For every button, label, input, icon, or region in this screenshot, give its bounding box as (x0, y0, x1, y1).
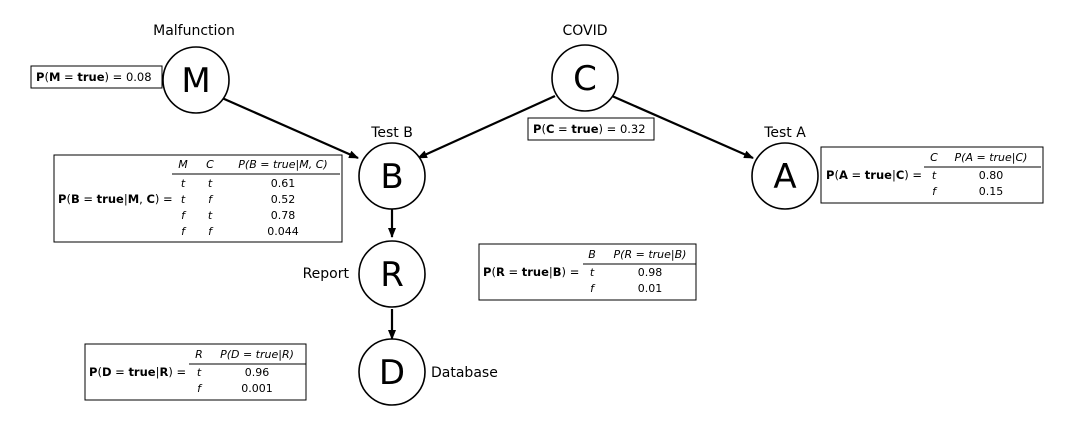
node-label: Test B (370, 125, 413, 141)
cpt-cell: f (197, 382, 203, 395)
cpt-box (30, 65, 163, 89)
cpt-cell: t (590, 266, 595, 279)
cpt-cell: t (932, 169, 937, 182)
cpt-equation: P(D = true|R) = (89, 365, 186, 379)
cpt-equation: P(B = true|M, C) = (58, 192, 173, 206)
cpt-a: P(A = true|C) = C P(A = true|C) t 0.80 f… (820, 146, 1044, 204)
node-circle (358, 142, 426, 210)
cpt-equation: P(M = true) = 0.08 (36, 70, 152, 84)
cpt-cell: 0.044 (267, 225, 299, 238)
cpt-cell: 0.61 (271, 177, 296, 190)
node-circle (358, 240, 426, 308)
cpt-header: B (588, 248, 596, 261)
cpt-cell: f (208, 193, 214, 206)
cpt-box (478, 243, 697, 301)
cpt-cell: t (208, 209, 213, 222)
cpt-value: 0.08 (126, 70, 152, 84)
node-circle (162, 46, 230, 114)
cpt-b: P(B = true|M, C) = M C P(B = true|M, C) … (53, 154, 343, 243)
cpt-box (820, 146, 1044, 204)
node-circle (751, 142, 819, 210)
cpt-r: P(R = true|B) = B P(R = true|B) t 0.98 f… (478, 243, 697, 301)
cpt-equation: P(A = true|C) = (826, 168, 922, 182)
cpt-d: P(D = true|R) = R P(D = true|R) t 0.96 f… (84, 343, 307, 401)
cpt-cell: 0.78 (271, 209, 296, 222)
node-covid: C COVID (551, 23, 619, 112)
cpt-cell: 0.96 (245, 366, 270, 379)
node-label: Malfunction (153, 23, 235, 39)
node-test-a: A Test A (751, 125, 819, 210)
cpt-header: C (930, 151, 938, 164)
node-report: R Report (303, 240, 426, 308)
edge-m-to-b (221, 96, 359, 160)
cpt-equation: P(C = true) = 0.32 (533, 122, 646, 136)
cpt-value: 0.32 (620, 122, 646, 136)
node-test-b: B Test B (358, 125, 426, 210)
cpt-m: P(M = true) = 0.08 (30, 65, 163, 89)
cpt-cell: f (590, 282, 596, 295)
cpt-box (527, 117, 655, 141)
node-letter: C (573, 59, 597, 99)
node-malfunction: M Malfunction (153, 23, 235, 114)
cpt-header: P(A = true|C) (955, 151, 1028, 164)
node-letter: R (380, 255, 404, 295)
cpt-box (53, 154, 343, 243)
node-circle (551, 44, 619, 112)
node-letter: B (380, 157, 403, 197)
edge-c-to-b (417, 94, 556, 160)
node-label: Database (431, 365, 498, 381)
cpt-cell: 0.15 (979, 185, 1004, 198)
cpt-cell: 0.52 (271, 193, 296, 206)
cpt-cell: 0.001 (241, 382, 273, 395)
cpt-cell: t (181, 193, 186, 206)
cpt-header: R (195, 348, 203, 361)
edges (221, 94, 754, 340)
cpt-header: P(D = true|R) (220, 348, 294, 361)
cpt-cell: t (197, 366, 202, 379)
cpt-cell: 0.01 (638, 282, 663, 295)
cpt-header: M (178, 158, 188, 171)
cpt-cell: f (208, 225, 214, 238)
edge-c-to-a (611, 94, 754, 160)
node-letter: D (379, 353, 405, 393)
cpt-box (84, 343, 307, 401)
cpt-c: P(C = true) = 0.32 (527, 117, 655, 141)
cpt-header: P(B = true|M, C) (238, 158, 327, 171)
node-label: Test A (763, 125, 806, 141)
node-letter: M (181, 61, 210, 101)
node-label: COVID (562, 23, 607, 39)
cpt-cell: f (181, 209, 187, 222)
cpt-cell: 0.80 (979, 169, 1004, 182)
cpt-cell: f (932, 185, 938, 198)
node-database: D Database (358, 338, 498, 406)
node-letter: A (773, 157, 796, 197)
cpt-cell: f (181, 225, 187, 238)
cpt-equation: P(R = true|B) = (483, 265, 579, 279)
cpt-header: P(R = true|B) (614, 248, 687, 261)
cpt-cell: 0.98 (638, 266, 663, 279)
node-circle (358, 338, 426, 406)
cpt-cell: t (208, 177, 213, 190)
cpt-cell: t (181, 177, 186, 190)
node-label: Report (303, 266, 350, 282)
cpt-header: C (206, 158, 214, 171)
